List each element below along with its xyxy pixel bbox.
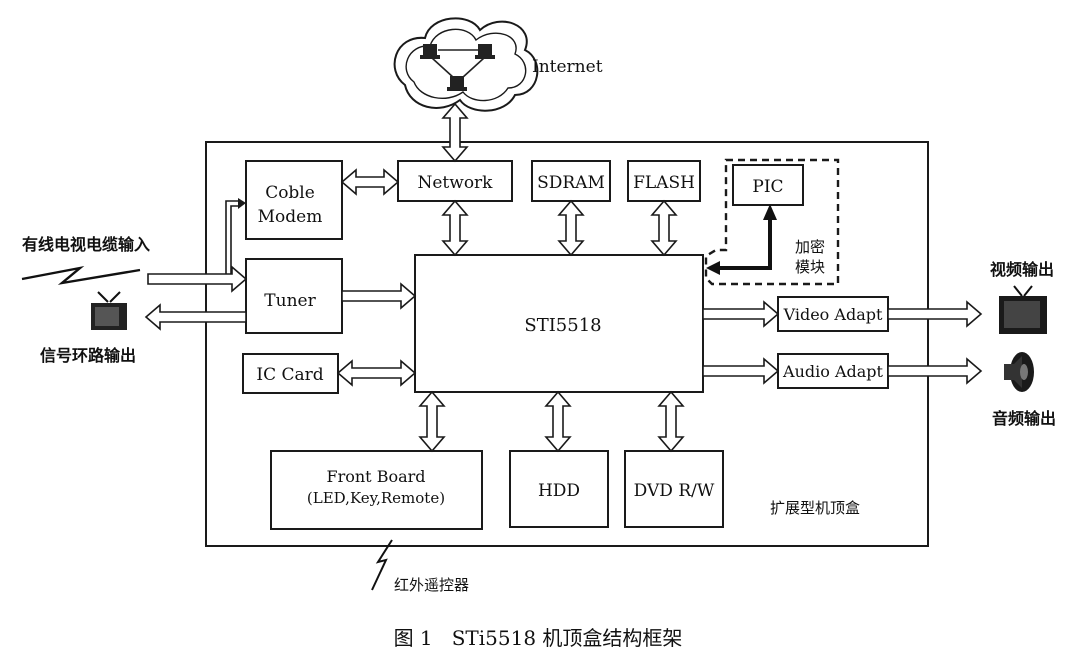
- stb-board-outline: [205, 141, 929, 547]
- encryption-label-line2: 模块: [795, 258, 825, 276]
- loop-output-tv-icon: [91, 291, 127, 330]
- pic-label: PIC: [752, 177, 783, 197]
- modem-branch-line: [225, 200, 240, 274]
- ic-card-label: IC Card: [256, 365, 323, 385]
- cable-signal-lightning-icon: [21, 265, 141, 285]
- sdram-label: SDRAM: [537, 173, 605, 193]
- sti-hdd-arrow: [544, 390, 572, 453]
- front-board-label-line2: (LED,Key,Remote): [307, 489, 445, 507]
- sti-front-board-arrow: [418, 390, 446, 453]
- ir-remote-label: 红外遥控器: [394, 576, 469, 594]
- ic-card-sti-arrow: [336, 359, 417, 387]
- dvd-rw-label: DVD R/W: [634, 481, 715, 501]
- internet-network-arrow: [441, 102, 469, 163]
- signal-loop-output-label: 信号环路输出: [40, 346, 136, 365]
- pic-to-sti-arrow: [716, 218, 772, 270]
- computer-icon: [420, 44, 440, 59]
- sdram-block: [531, 160, 611, 202]
- coble-modem-label-line2: Modem: [258, 207, 323, 227]
- sdram-sti-arrow: [557, 199, 585, 257]
- video-output-arrow: [887, 300, 983, 328]
- pic-block: [732, 164, 804, 206]
- encryption-label-line1: 加密: [795, 238, 825, 256]
- sti-dvd-arrow: [657, 390, 685, 453]
- encryption-module-outline: [704, 158, 840, 286]
- tuner-loop-output-arrow: [144, 303, 247, 331]
- sti5518-chip-block: [414, 254, 704, 393]
- ir-remote-lightning-icon: [371, 539, 393, 591]
- sti-audio-adapt-arrow: [702, 357, 780, 385]
- figure-caption: 图 1 STi5518 机顶盒结构框架: [394, 626, 683, 650]
- internet-cloud: [393, 17, 539, 112]
- speaker-icon: [1004, 352, 1034, 392]
- video-output-label: 视频输出: [990, 260, 1054, 279]
- coble-modem-label-line1: Coble: [265, 183, 315, 203]
- modem-network-arrow: [340, 168, 400, 196]
- computer-icon: [447, 76, 467, 91]
- computer-icon: [475, 44, 495, 59]
- video-adapt-label: Video Adapt: [783, 305, 883, 324]
- sti-video-adapt-arrow: [702, 300, 780, 328]
- sti5518-label: STI5518: [524, 315, 601, 336]
- cable-tv-input-label: 有线电视电缆输入: [22, 235, 150, 254]
- internet-label: Internet: [532, 57, 603, 77]
- hdd-block: [509, 450, 609, 528]
- tuner-label: Tuner: [264, 291, 316, 311]
- dvd-rw-block: [624, 450, 724, 528]
- front-board-label-line1: Front Board: [326, 467, 425, 486]
- coble-modem-block: [245, 160, 343, 240]
- hdd-label: HDD: [538, 481, 580, 501]
- flash-sti-arrow: [650, 199, 678, 257]
- audio-output-arrow: [887, 357, 983, 385]
- cable-input-arrow: [147, 265, 248, 293]
- network-label: Network: [418, 173, 494, 193]
- front-board-block: [270, 450, 483, 530]
- video-output-tv-icon: [999, 285, 1047, 334]
- network-sti-arrow: [441, 199, 469, 257]
- extended-stb-label: 扩展型机顶盒: [770, 499, 860, 517]
- audio-output-label: 音频输出: [992, 409, 1056, 428]
- flash-label: FLASH: [633, 173, 695, 193]
- tuner-sti-arrow: [341, 282, 417, 310]
- audio-adapt-label: Audio Adapt: [782, 362, 884, 381]
- ic-card-block: [242, 353, 339, 394]
